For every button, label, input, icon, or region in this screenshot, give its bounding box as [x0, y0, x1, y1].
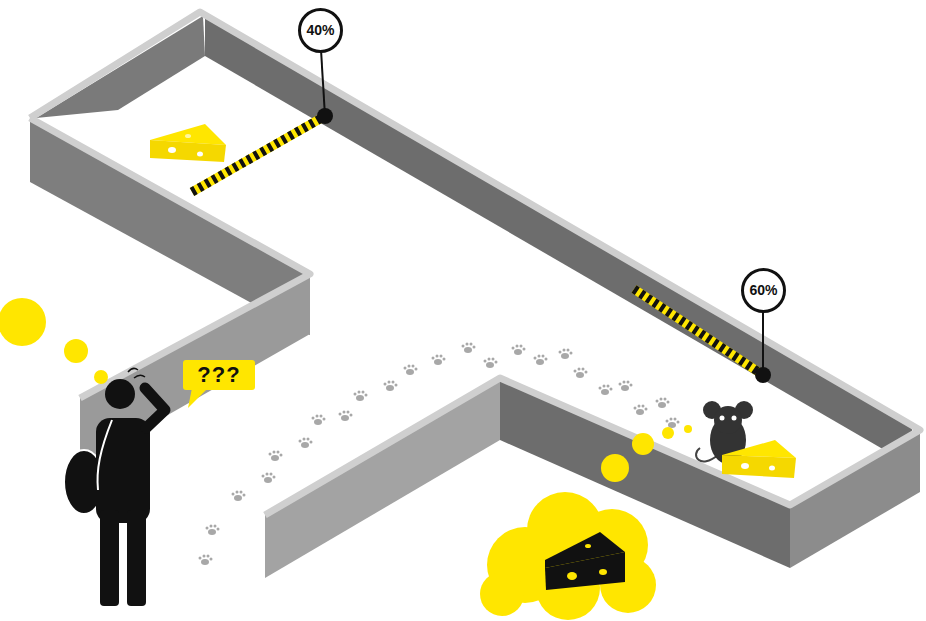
cheese-hole [741, 463, 749, 469]
footprint [354, 391, 368, 402]
leader-line [762, 310, 764, 375]
wall-face [790, 430, 920, 568]
cheese-hole [567, 572, 577, 580]
cheese-hole [585, 544, 591, 548]
footprint [619, 381, 633, 392]
footprint [299, 438, 313, 449]
callout-circle: 60% [741, 268, 786, 313]
footprint [404, 365, 418, 376]
speech-tail [188, 388, 208, 408]
cheese-hole [185, 134, 191, 138]
footprint [384, 381, 398, 392]
cheese [722, 440, 796, 458]
footprint [484, 358, 498, 369]
cheese-hole [197, 152, 203, 157]
footprint [599, 385, 613, 396]
footprint [634, 405, 648, 416]
footprint [656, 398, 670, 409]
mouse-head [714, 406, 742, 434]
footprint [269, 451, 283, 462]
cheese [150, 140, 226, 162]
footprint [339, 411, 353, 422]
node-text: 60% [749, 283, 777, 298]
wall-rim [30, 118, 310, 398]
wall-rim [30, 12, 920, 515]
thought-dot [684, 425, 692, 433]
wall-face [36, 16, 205, 118]
footprint [206, 525, 220, 536]
footprint [666, 418, 680, 429]
wall-face [205, 18, 912, 466]
pin-dot [317, 108, 333, 124]
thought-cloud [480, 454, 656, 620]
footprint [574, 368, 588, 379]
thought-dot [0, 298, 46, 346]
mouse-eye [732, 416, 737, 421]
speech-bubble: ??? [183, 360, 255, 390]
person [64, 368, 165, 606]
cheese-hole [168, 147, 176, 153]
thought-dot [64, 339, 88, 363]
footprint [199, 555, 213, 566]
footprint [559, 349, 573, 360]
cheese-icon [545, 552, 625, 590]
footprint [312, 415, 326, 426]
callout-circle: 40% [298, 8, 343, 53]
cheese [722, 455, 796, 478]
node-text: 40% [306, 23, 334, 38]
footprint [534, 355, 548, 366]
footprint [462, 343, 476, 354]
wall-face [265, 378, 500, 578]
thought-dot [662, 427, 674, 439]
leader-line [321, 50, 325, 116]
footprint [432, 355, 446, 366]
pin-dot [755, 367, 771, 383]
cheese-hole [599, 569, 607, 575]
thought-dot [632, 433, 654, 455]
cheese-hole [769, 466, 775, 471]
footprint [262, 473, 276, 484]
mouse-eye [720, 416, 725, 421]
footprint [232, 491, 246, 502]
thought-dot [94, 370, 108, 384]
node-text: ??? [197, 363, 240, 387]
footprint [512, 345, 526, 356]
